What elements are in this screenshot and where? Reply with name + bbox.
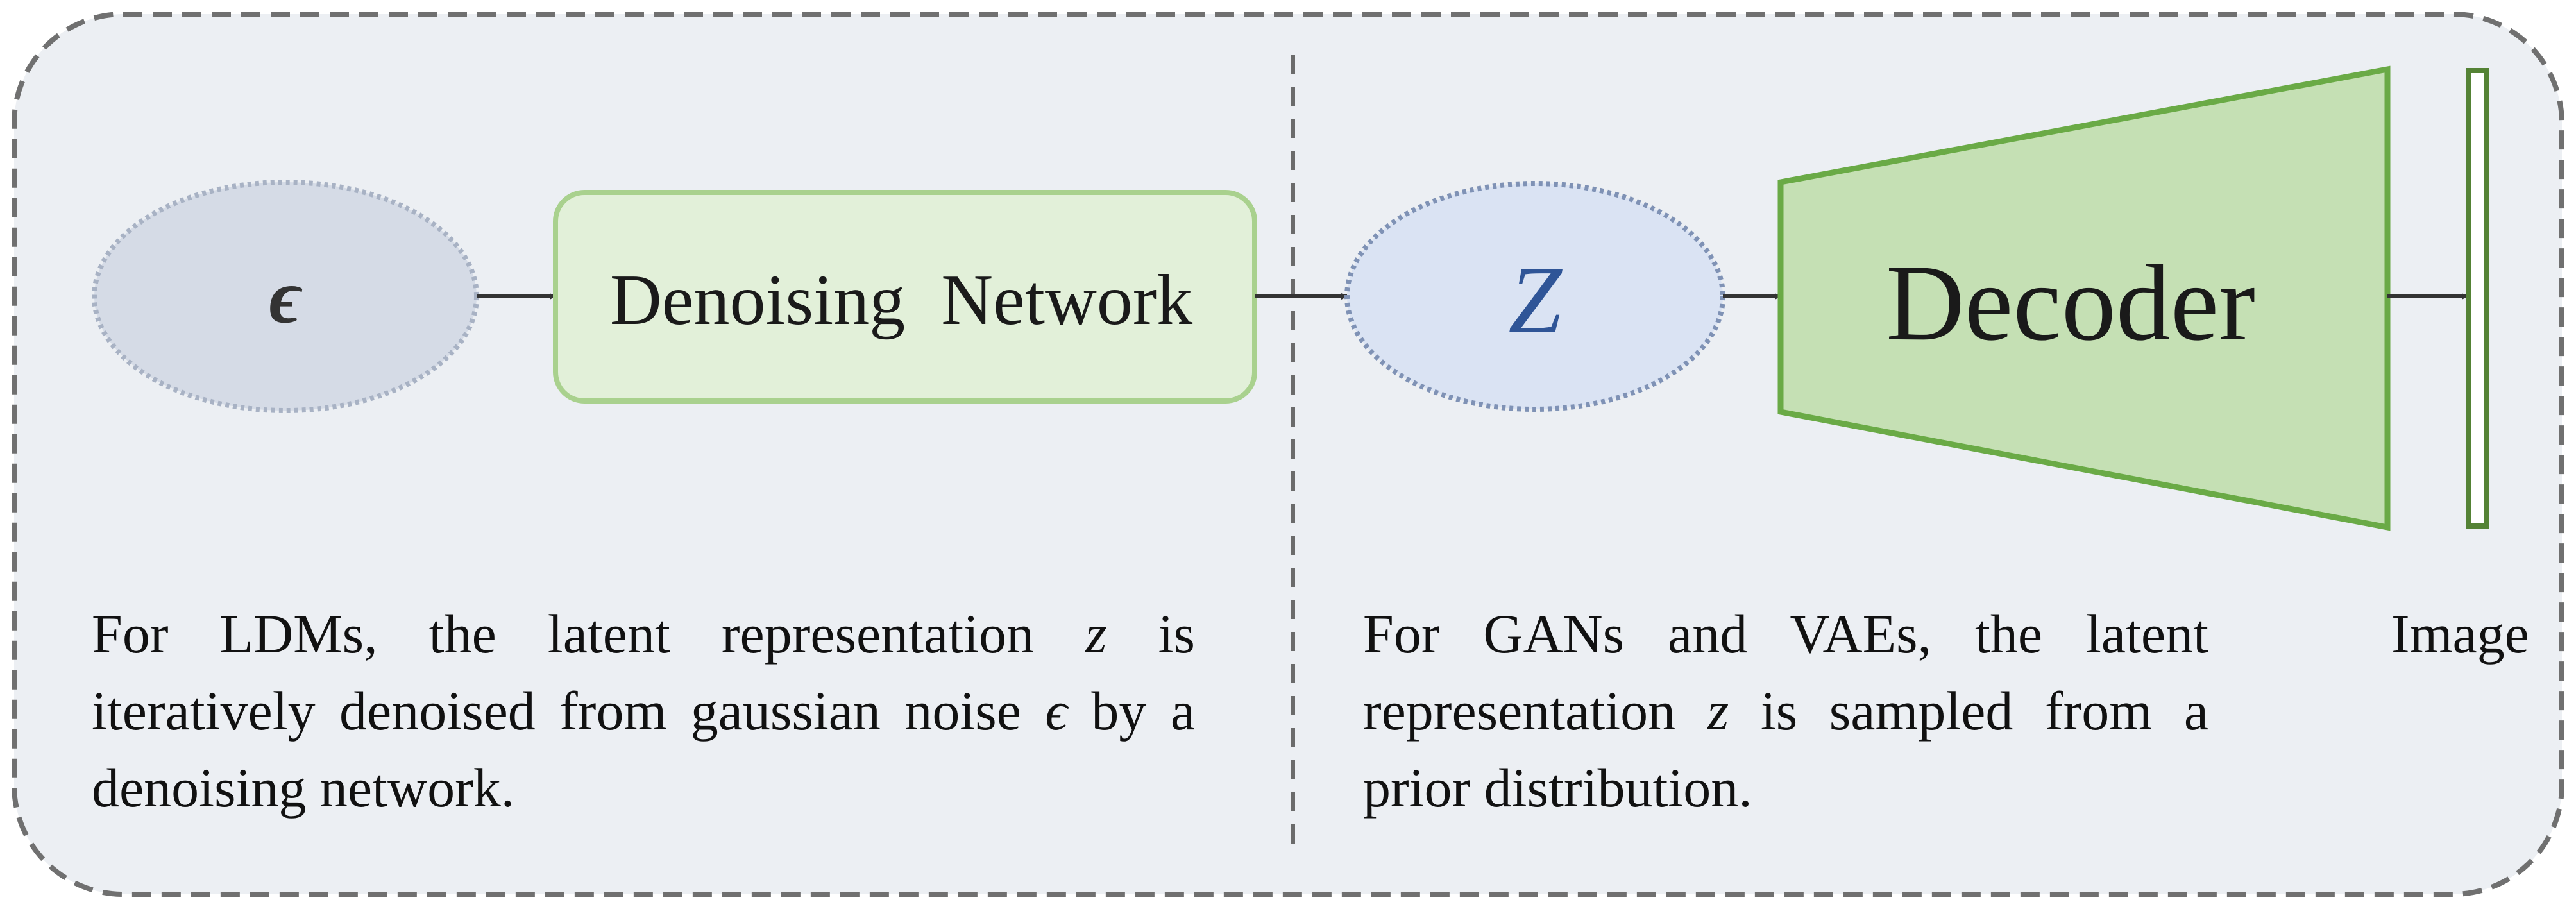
image-label: Image [2391, 603, 2529, 665]
decoder-trapezoid [1777, 65, 2391, 531]
denoising-network-label: Denoising Network [610, 260, 1192, 340]
ldm-caption-text-3: by a denoising network. [92, 680, 1196, 819]
noise-symbol: ϵ [269, 254, 302, 339]
ldm-caption-text-1: For LDMs, the latent representation [92, 603, 1086, 665]
image-output-bar [2466, 68, 2489, 529]
ldm-caption-text-2: is iteratively denoised from gaussian no… [92, 603, 1195, 742]
ldm-caption: For LDMs, the latent representation z is… [92, 595, 1195, 826]
decoder-label: Decoder [1886, 242, 2255, 363]
latent-symbol: Z [1508, 247, 1563, 353]
gan-vae-caption: For GANs and VAEs, the latent representa… [1363, 595, 2208, 826]
gan-vae-caption-z: z [1707, 680, 1729, 742]
gan-vae-caption-text-1: For GANs and VAEs, the latent representa… [1363, 603, 2208, 742]
ldm-caption-z: z [1085, 603, 1107, 665]
gan-vae-caption-text-2: is sampled from a prior distribution. [1363, 680, 2208, 819]
ldm-caption-epsilon: ϵ [1045, 680, 1067, 742]
